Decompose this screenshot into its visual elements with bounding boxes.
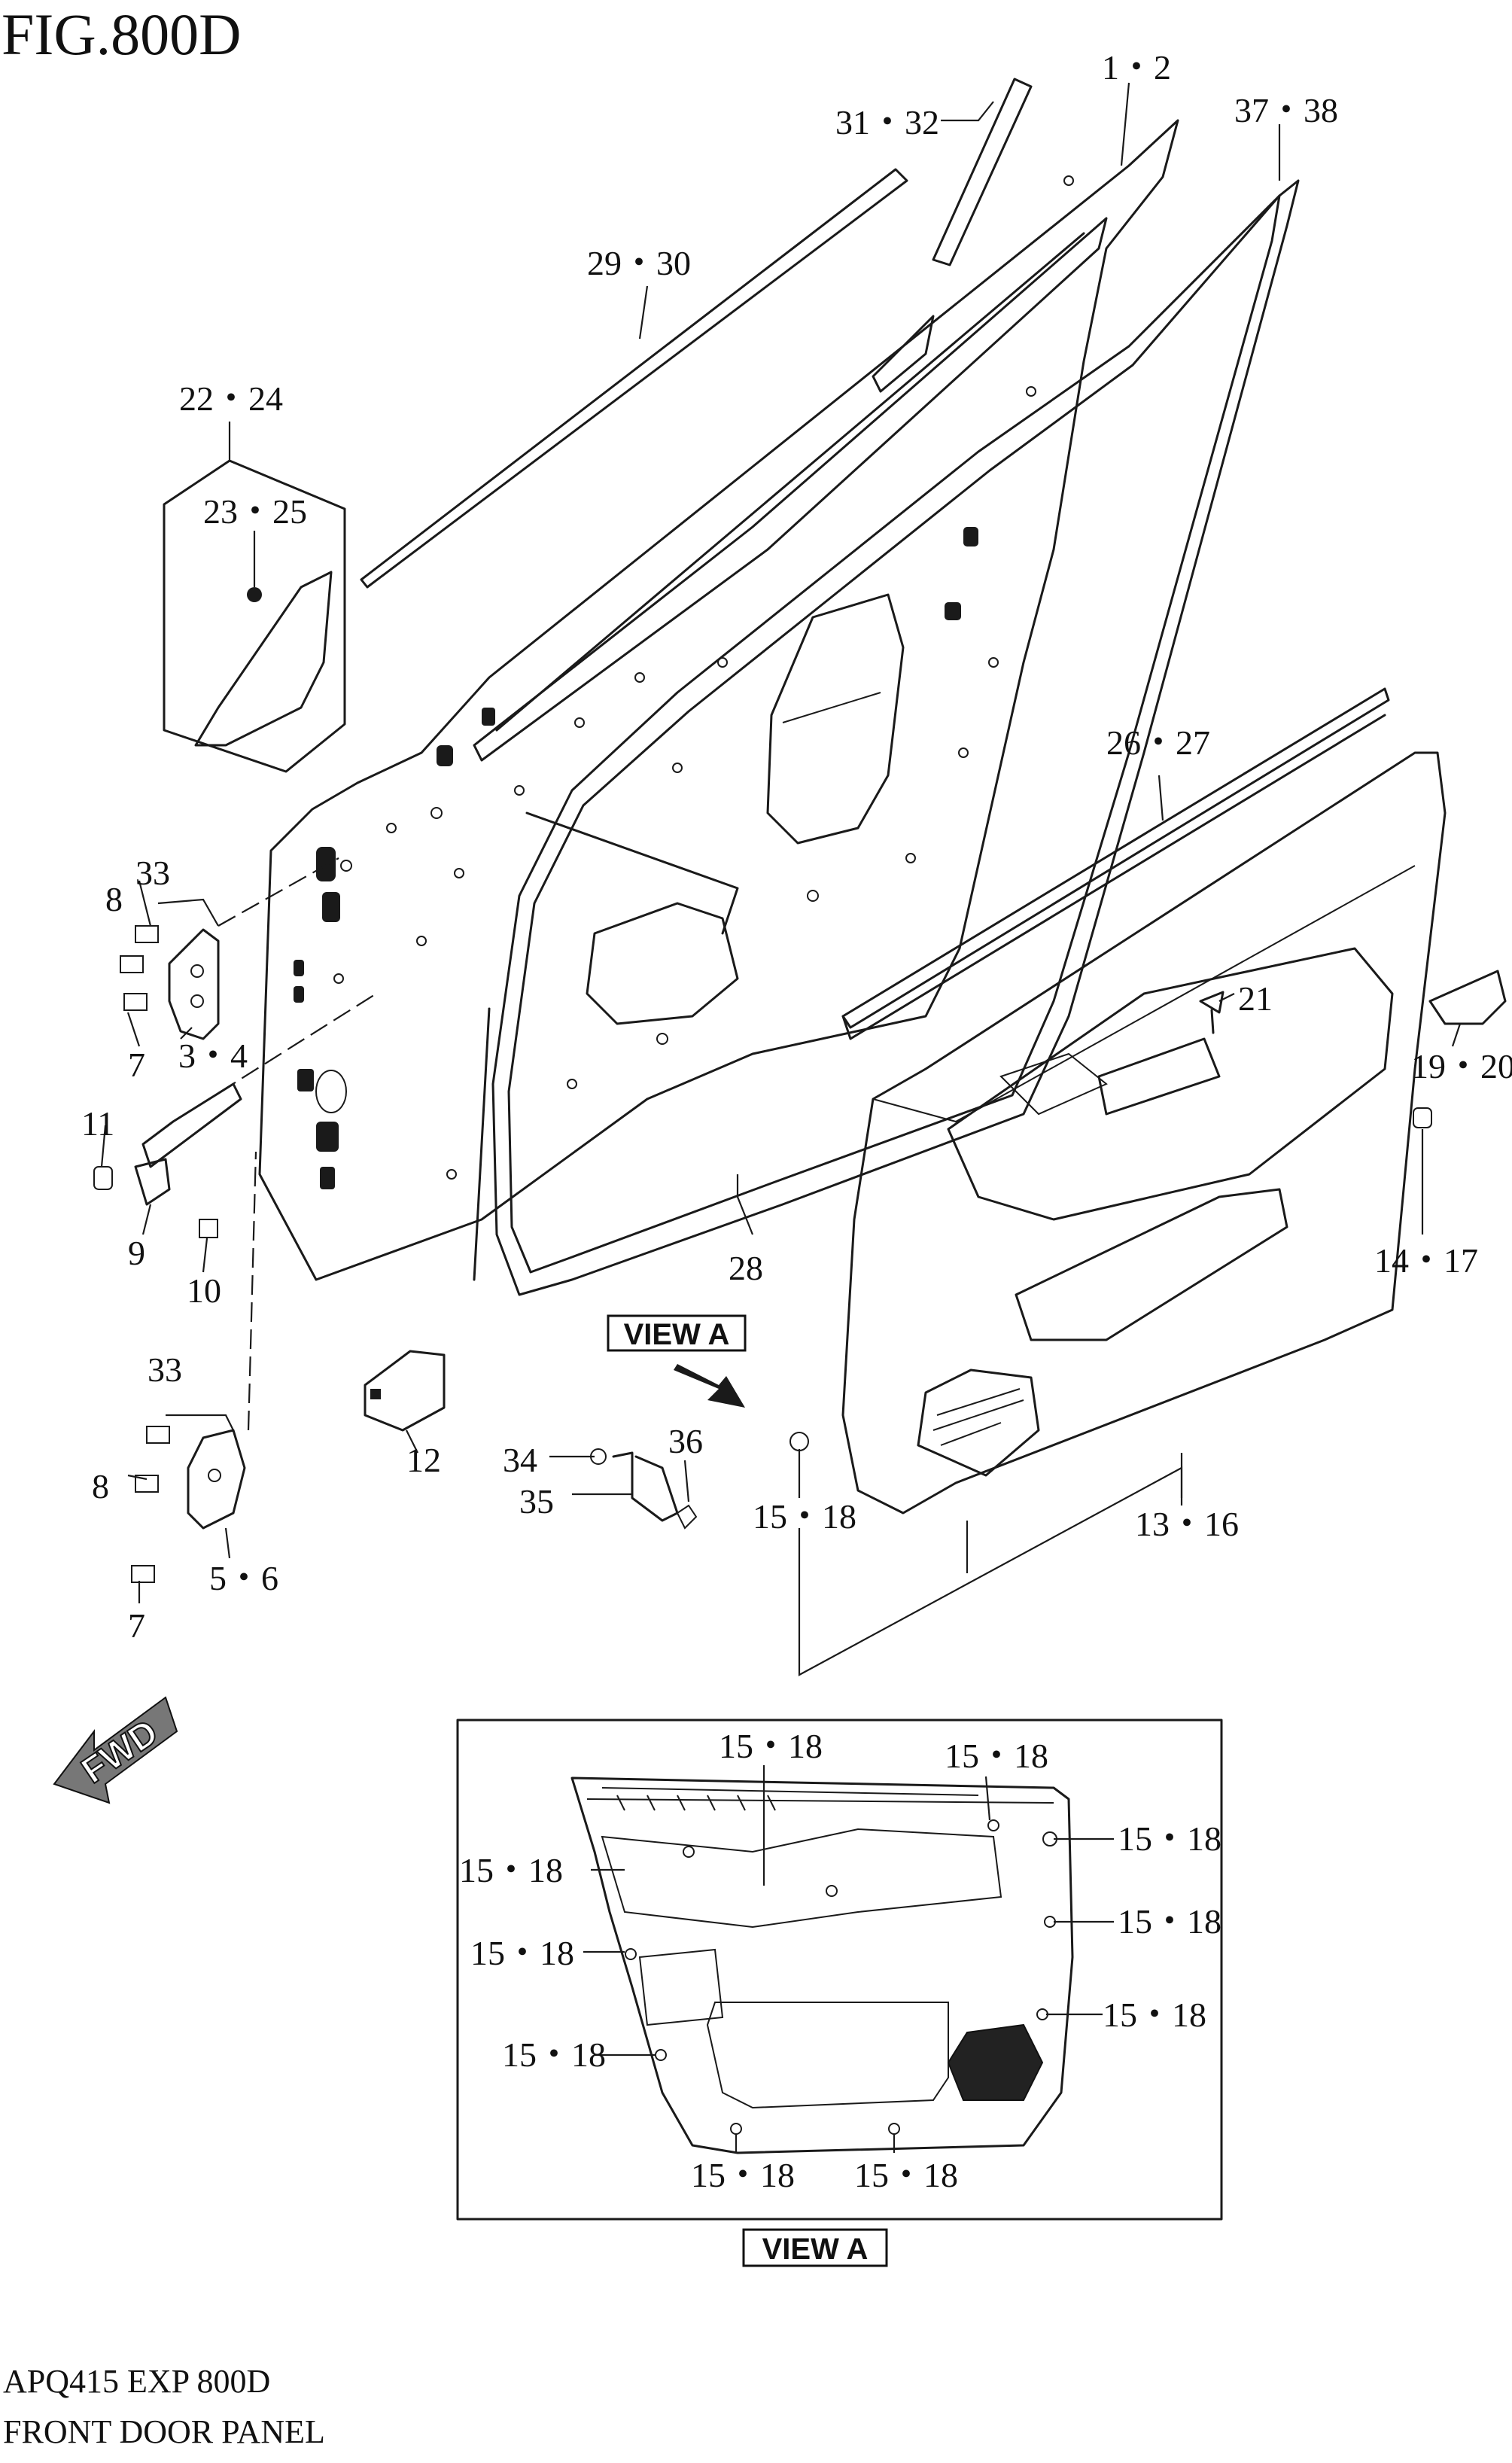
callout-14-17: 14・17 [1374, 1241, 1478, 1280]
callout-13-16: 13・16 [1135, 1505, 1239, 1543]
callout-19-20: 19・20 [1411, 1047, 1512, 1085]
view-a-detail: 15・18 15・18 15・18 15・18 15・18 15・18 15・1… [456, 1719, 1223, 2221]
callout-36: 36 [668, 1422, 703, 1460]
view-a-label-top: VIEW A [607, 1314, 747, 1408]
door-check-9 [134, 993, 377, 1206]
callout-22-24: 22・24 [179, 379, 283, 418]
door-panel-1-2 [258, 119, 1179, 1281]
speaker-grille [917, 1369, 1040, 1477]
footer-name: FRONT DOOR PANEL [3, 2413, 325, 2450]
callout-28: 28 [729, 1249, 763, 1287]
callout-33-upper: 33 [135, 854, 170, 892]
callout-23-25: 23・25 [203, 492, 307, 531]
callout-3-4: 3・4 [178, 1037, 248, 1075]
callout-10: 10 [187, 1271, 221, 1310]
door-trim-13-16 [841, 751, 1447, 1515]
callout-26-27: 26・27 [1106, 723, 1210, 762]
view-a-callout-6: 15・18 [470, 1934, 574, 1972]
callout-31-32: 31・32 [835, 103, 939, 142]
footer-code: APQ415 EXP 800D [3, 2363, 270, 2400]
view-a-callout-8: 15・18 [502, 2035, 606, 2074]
panel-holes [333, 175, 1074, 1180]
leader-lines [100, 82, 1462, 1676]
callout-7-upper: 7 [128, 1046, 145, 1084]
view-a-frame [456, 1719, 1223, 2221]
callout-15-18-main: 15・18 [753, 1497, 856, 1536]
callout-labels: 1・2 31・32 37・38 29・30 22・24 23・25 26・27 … [81, 48, 1512, 1645]
callout-12: 12 [406, 1441, 441, 1479]
view-a-label-top-text: VIEW A [624, 1318, 730, 1351]
view-a-callout-10: 15・18 [854, 2156, 958, 2194]
upper-hinge-3-4 [168, 857, 339, 1040]
clip-15-18 [789, 1432, 809, 1451]
clip-14-17 [1413, 1107, 1432, 1128]
callout-5-6: 5・6 [209, 1559, 278, 1597]
cover-19-20 [1428, 970, 1507, 1025]
view-a-callout-4: 15・18 [1118, 1819, 1221, 1858]
callout-33-lower: 33 [148, 1350, 182, 1389]
view-a-callout-3: 15・18 [459, 1851, 563, 1889]
switch-12 [364, 1350, 446, 1432]
view-a-callout-5: 15・18 [1118, 1902, 1221, 1941]
weatherstrip-37-38 [491, 179, 1300, 1296]
bolts-7-8-10-11-33 [93, 925, 218, 1583]
sash-molding-31-32 [872, 78, 1033, 393]
callout-29-30: 29・30 [587, 244, 691, 282]
callout-8-lower: 8 [92, 1467, 109, 1506]
view-a-label-bottom: VIEW A [742, 2228, 888, 2267]
door-molding-29-30 [360, 168, 908, 589]
view-a-callout-1: 15・18 [719, 1727, 823, 1765]
callout-9: 9 [128, 1234, 145, 1272]
belt-weatherstrip-26-27 [841, 687, 1390, 1040]
callout-7-lower: 7 [128, 1606, 145, 1645]
callout-8-upper: 8 [105, 880, 123, 918]
callout-34: 34 [503, 1441, 537, 1479]
callout-35: 35 [519, 1482, 554, 1521]
panel-slots [294, 527, 978, 1189]
callout-21: 21 [1238, 979, 1273, 1018]
callout-37-38: 37・38 [1234, 91, 1338, 129]
view-a-speaker [947, 2023, 1044, 2101]
view-a-callout-2: 15・18 [945, 1737, 1048, 1775]
callout-1-2: 1・2 [1102, 48, 1171, 87]
callout-11: 11 [81, 1104, 114, 1143]
view-a-callout-9: 15・18 [691, 2156, 795, 2194]
figure-title: FIG.800D [2, 2, 242, 67]
view-a-label-bottom-text: VIEW A [762, 2233, 869, 2266]
fwd-arrow: FWD [53, 1696, 178, 1804]
screw-21 [1199, 991, 1225, 1034]
view-a-callout-7: 15・18 [1103, 1996, 1206, 2034]
bracket-34-35-36 [590, 1448, 698, 1530]
lower-hinge-5-6 [187, 1151, 257, 1530]
